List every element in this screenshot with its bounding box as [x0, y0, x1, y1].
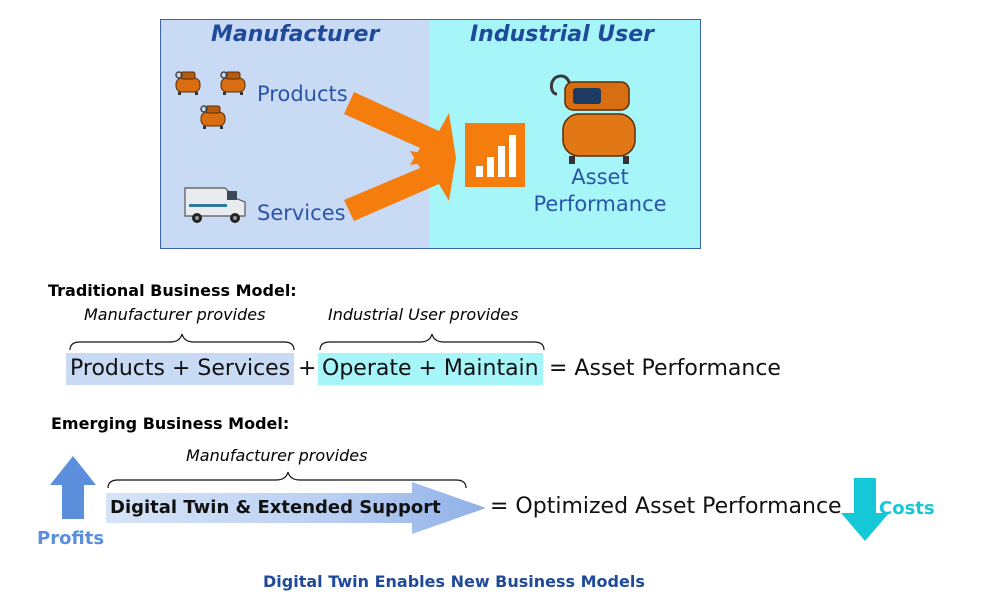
manufacturer-title: Manufacturer — [211, 22, 380, 47]
business-panel: Manufacturer Industrial User Products Se… — [160, 19, 701, 249]
manufacturer-brace — [69, 333, 295, 351]
services-arrow — [344, 151, 456, 221]
panel-graphics — [175, 71, 636, 223]
services-label: Services — [257, 201, 346, 225]
industrial-user-provides-label: Industrial User provides — [328, 305, 519, 324]
industrial-user-title: Industrial User — [470, 22, 655, 47]
industrial-user-brace — [319, 333, 545, 351]
operate-maintain-term: Operate + Maintain — [318, 353, 543, 385]
profits-up-arrow — [50, 456, 96, 519]
analytics-chart-icon — [465, 123, 525, 187]
van-icon — [184, 187, 246, 223]
profits-label: Profits — [37, 528, 105, 549]
products-arrow — [344, 92, 456, 165]
manufacturer-provides-label: Manufacturer provides — [84, 305, 266, 324]
traditional-model-heading: Traditional Business Model: — [48, 281, 297, 300]
digital-twin-label: Digital Twin & Extended Support — [110, 497, 441, 518]
asset-performance-label: Asset Performance — [533, 165, 667, 216]
digital-twin-arrow — [106, 482, 486, 534]
emerging-manufacturer-provides-label: Manufacturer provides — [186, 446, 368, 465]
optimized-asset-performance-result: = Optimized Asset Performance — [490, 494, 842, 519]
emerging-brace — [107, 471, 467, 489]
figure-caption: Digital Twin Enables New Business Models — [263, 572, 645, 591]
emerging-model-heading: Emerging Business Model: — [51, 414, 290, 433]
costs-label: Costs — [879, 498, 935, 519]
products-services-term: Products + Services — [66, 353, 295, 385]
costs-down-arrow — [841, 478, 889, 541]
products-label: Products — [257, 82, 348, 106]
large-pump-icon — [550, 74, 636, 164]
asset-performance-result: = Asset Performance — [549, 356, 781, 381]
plus-sign: + — [298, 356, 317, 381]
